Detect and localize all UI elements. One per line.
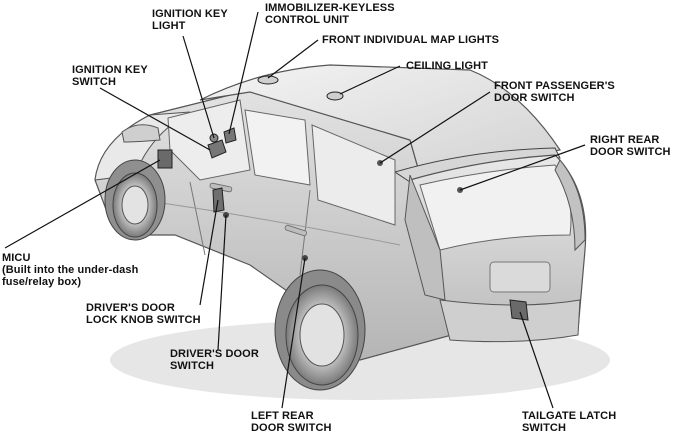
front-side-window [167,99,251,181]
leader-right-rear-door [459,144,586,191]
lock-knob-marker [212,187,225,213]
roof [199,64,562,176]
label-micu: MICU [2,252,31,264]
label-front-passenger-door-switch: FRONT PASSENGER'S DOOR SWITCH [494,80,615,104]
leader-driver-door [217,214,227,351]
rear-door-handle [284,224,307,237]
label-front-individual-map-lights: FRONT INDIVIDUAL MAP LIGHTS [322,34,500,46]
label-ceiling-light: CEILING LIGHT [406,60,488,72]
leader-ceiling-light [339,65,401,95]
front-rim [121,185,149,225]
label-right-rear-door-switch: RIGHT REAR DOOR SWITCH [590,134,671,158]
label-tailgate-latch-switch: TAILGATE LATCH SWITCH [522,410,617,434]
label-drivers-door-lock-knob-switch: DRIVER'S DOOR LOCK KNOB SWITCH [86,302,201,326]
leader-map-lights [267,39,319,79]
mid-side-window [244,109,311,186]
tailgate-latch-marker [509,299,529,321]
right-tail-lamp [554,159,586,252]
body-crease [139,199,401,246]
rear-side-window [311,124,396,226]
leader-ignition-key-light [182,35,215,139]
rear-rim [299,303,345,367]
left-tail-lamp [404,174,446,301]
label-left-rear-door-switch: LEFT REAR DOOR SWITCH [251,410,332,434]
leader-lock-knob [199,199,219,306]
rear-bumper [439,299,581,343]
label-micu-note: (Built into the under-dash fuse/relay bo… [2,264,139,288]
front-door-line [189,181,206,256]
label-ignition-key-switch: IGNITION KEY SWITCH [72,64,148,88]
leader-left-rear-door [281,257,306,409]
micu-marker [157,149,173,169]
map-lights-marker [257,75,279,85]
leader-immobilizer [228,11,259,135]
ignition-key-marker [207,139,227,159]
label-ignition-key-light: IGNITION KEY LIGHT [152,8,228,32]
side-mirror [121,124,161,143]
label-drivers-door-switch: DRIVER'S DOOR SWITCH [170,348,259,372]
leader-tailgate-latch [519,311,554,409]
leader-micu [4,159,161,249]
leader-ignition-key-switch [99,87,211,151]
label-immobilizer-keyless-control-unit: IMMOBILIZER-KEYLESS CONTROL UNIT [265,2,395,26]
leader-passenger-door [379,91,491,164]
ceiling-light-marker [326,91,344,101]
license-plate-area [489,261,551,293]
